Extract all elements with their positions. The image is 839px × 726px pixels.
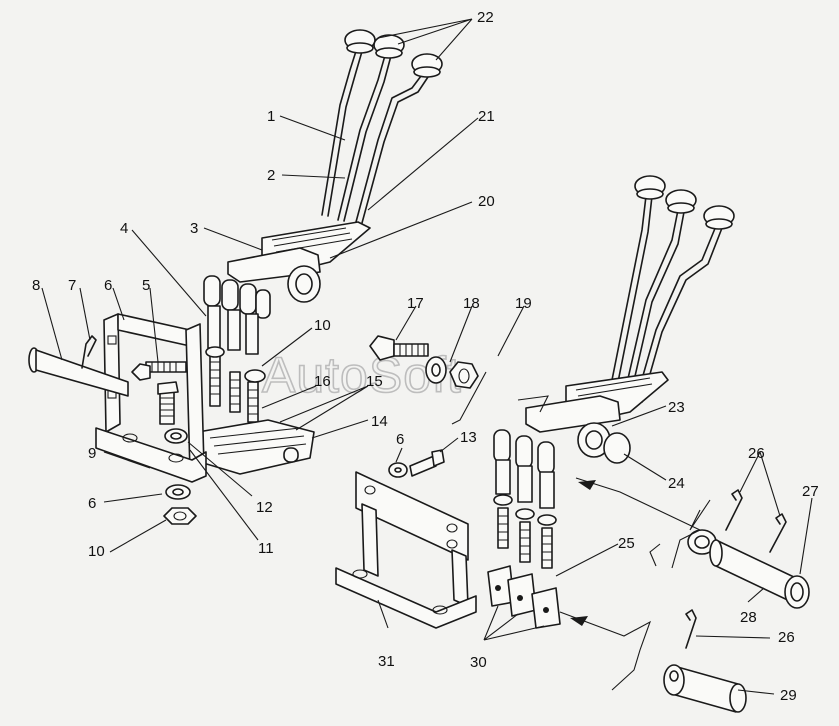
lever-1 <box>321 47 358 216</box>
callout-27: 27 <box>802 483 819 500</box>
callout-15: 15 <box>366 373 383 390</box>
callout-5: 5 <box>142 277 150 294</box>
fasteners-17-18-19 <box>369 335 479 389</box>
frame-31 <box>335 471 477 629</box>
arrow-upper <box>578 480 596 490</box>
callout-3: 3 <box>190 220 198 237</box>
lever-21 <box>355 71 425 223</box>
callout-14: 14 <box>371 413 388 430</box>
callout-21: 21 <box>478 108 495 125</box>
cotter-pin-26b <box>769 513 787 553</box>
leader-lines <box>41 18 813 695</box>
clevis-4b <box>221 279 239 311</box>
callout-12: 12 <box>256 499 273 516</box>
connection-lines <box>451 371 711 691</box>
callout-6-bottom: 6 <box>88 495 96 512</box>
lever-2 <box>337 51 387 221</box>
threaded-rods-left <box>205 346 266 423</box>
nut-19 <box>449 361 479 389</box>
cotter-pin-26a <box>725 489 743 531</box>
callout-13: 13 <box>460 429 477 446</box>
callout-26-bottom: 26 <box>778 629 795 646</box>
callout-2: 2 <box>267 167 275 184</box>
bolt-vertical <box>159 391 175 425</box>
clevis-right-b <box>515 435 533 469</box>
callout-4: 4 <box>120 220 128 237</box>
callout-9: 9 <box>88 445 96 462</box>
clevis-right-a <box>493 429 511 463</box>
cotter-pin-7 <box>81 335 97 369</box>
arrow-lower <box>570 616 588 626</box>
callout-29: 29 <box>780 687 797 704</box>
callout-22: 22 <box>477 9 494 26</box>
callout-7: 7 <box>68 277 76 294</box>
bolt-5 <box>131 361 187 425</box>
frame-9 <box>95 313 207 483</box>
rod-right-b <box>519 521 531 563</box>
callout-labels: 22 1 21 2 20 3 4 8 7 6 5 10 17 18 19 16 … <box>32 9 819 704</box>
callout-6-top: 6 <box>104 277 112 294</box>
nut-10 <box>163 507 197 525</box>
cotter-pin-26c <box>685 609 697 649</box>
right-lever-assembly <box>335 175 810 713</box>
clevis-right-c <box>537 441 555 475</box>
callout-20: 20 <box>478 193 495 210</box>
lever-right-3 <box>635 225 717 401</box>
left-lever-assembly <box>28 29 443 525</box>
clevis-4c <box>239 283 257 315</box>
callout-11: 11 <box>258 540 274 557</box>
callout-17: 17 <box>407 295 424 312</box>
callout-28: 28 <box>740 609 757 626</box>
callout-25: 25 <box>618 535 635 552</box>
plug-24 <box>603 432 631 464</box>
rod-right-a <box>497 507 509 549</box>
callout-16: 16 <box>314 373 331 390</box>
bolt-13 <box>409 455 437 477</box>
arrow-markers <box>570 480 596 626</box>
callout-31: 31 <box>378 653 395 670</box>
pin-end <box>283 447 299 463</box>
callout-18: 18 <box>463 295 480 312</box>
callout-24: 24 <box>668 475 685 492</box>
callout-8: 8 <box>32 277 40 294</box>
clevis-4a <box>203 275 221 307</box>
rod-right-c <box>541 527 553 569</box>
callout-23: 23 <box>668 399 685 416</box>
lever-right-2 <box>623 209 679 397</box>
callout-30: 30 <box>470 654 487 671</box>
callout-1: 1 <box>267 108 275 125</box>
callout-26-top: 26 <box>748 445 765 462</box>
callout-6-right: 6 <box>396 431 404 448</box>
callout-10-bottom: 10 <box>88 543 105 560</box>
callout-19: 19 <box>515 295 532 312</box>
callout-10-top: 10 <box>314 317 331 334</box>
lever-right-1 <box>609 195 647 391</box>
